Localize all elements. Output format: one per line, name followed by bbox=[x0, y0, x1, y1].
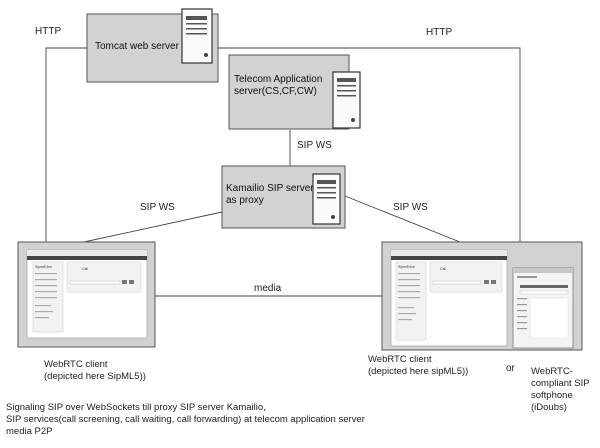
webrtc-client-left-caption: WebRTC client (depicted here SipML5)) bbox=[44, 359, 146, 382]
http-right-label: HTTP bbox=[426, 27, 453, 38]
tomcat-server-label: Tomcat web server bbox=[95, 41, 179, 52]
sip-ws-left-line bbox=[83, 211, 223, 243]
browser-screenshot-right: Sipml5 live Call bbox=[390, 249, 508, 347]
sip-ws-top-label: SIP WS bbox=[297, 140, 332, 151]
left-app-title: Sipml5 live bbox=[35, 265, 52, 269]
http-left-label: HTTP bbox=[35, 26, 62, 37]
softphone-caption: WebRTC- compliant SIP softphone (iDoubs) bbox=[531, 366, 590, 413]
kamailio-server-icon bbox=[312, 173, 341, 225]
sip-ws-right-line bbox=[344, 195, 461, 243]
tomcat-server-icon bbox=[181, 8, 213, 64]
or-label: or bbox=[506, 363, 515, 374]
right-app-title: Sipml5 live bbox=[398, 265, 415, 269]
telecom-server-icon bbox=[332, 71, 361, 129]
telecom-server-box bbox=[228, 54, 350, 130]
sip-ws-left-label: SIP WS bbox=[140, 202, 175, 213]
webrtc-client-right-caption: WebRTC client (depicted here sipML5)) bbox=[368, 354, 469, 377]
kamailio-server-label: Kamailio SIP server as proxy bbox=[226, 183, 314, 206]
telecom-server-label: Telecom Application server(CS,CF,CW) bbox=[234, 74, 323, 97]
footer-description: Signaling SIP over WebSockets till proxy… bbox=[6, 402, 365, 437]
http-left-line bbox=[45, 47, 87, 242]
media-label: media bbox=[254, 283, 282, 294]
left-app-call-label: Call bbox=[82, 267, 88, 271]
right-app-call-label: Call bbox=[440, 267, 446, 271]
softphone-window bbox=[512, 267, 574, 349]
sip-ws-right-label: SIP WS bbox=[393, 202, 428, 213]
browser-screenshot-left: Sipml5 live Call bbox=[26, 249, 148, 339]
http-right-line bbox=[218, 47, 521, 242]
